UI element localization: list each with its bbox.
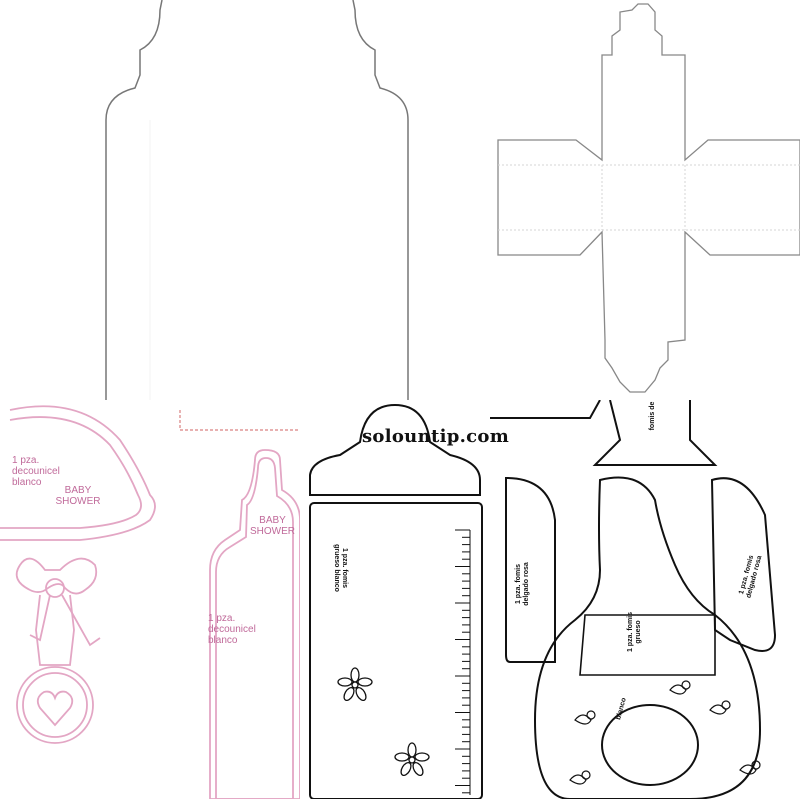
bottle-outlines-svg — [105, 0, 409, 400]
rattle-head — [0, 405, 156, 541]
flower-icon — [337, 667, 373, 702]
rattle-handle-ring — [16, 666, 94, 744]
foam-bottle-label: 1 pza. fomis grueso blanco — [333, 544, 348, 592]
rattle-title-label: BABY SHOWER — [55, 485, 101, 507]
measurement-scale — [455, 529, 471, 795]
pink-bottle — [209, 449, 300, 799]
foam-bottle-svg — [309, 403, 483, 799]
ring-piece — [533, 476, 762, 799]
box-net-outline — [497, 3, 800, 393]
foam-bottle-panel: 1 pza. fomis grueso blanco — [300, 400, 490, 799]
ring-band-label: 1 pza. fomis grueso — [627, 611, 642, 653]
right-strip — [710, 477, 777, 652]
bottle-neck — [592, 400, 718, 466]
neck-label-fragment: fomis de — [649, 401, 656, 431]
rattle-bow — [15, 557, 98, 595]
right-bottle-outline — [352, 0, 409, 400]
ring-hole — [601, 704, 699, 786]
box-net-svg — [497, 3, 800, 393]
bottle-cap — [309, 403, 481, 496]
box-net-panel — [480, 0, 800, 400]
heart-icon — [36, 690, 74, 727]
foam-pieces-panel: 1 pza. fomis delgado rosa 1 pza. fomis d… — [490, 400, 800, 799]
left-strip-label: 1 pza. fomis delgado rosa — [515, 562, 530, 606]
foam-pieces-svg — [490, 400, 777, 799]
pink-templates-svg — [0, 405, 300, 799]
pink-template-panel: 1 pza. decounicel blanco BABY SHOWER BAB… — [0, 400, 300, 799]
bottle-qty-label: 1 pza. decounicel blanco — [208, 613, 256, 646]
bottle-outline-panel — [0, 0, 480, 400]
bottle-title-label: BABY SHOWER — [250, 515, 295, 537]
watermark-text: solountip.com — [362, 426, 510, 447]
top-strip — [490, 400, 601, 419]
chick-icon — [569, 680, 761, 785]
flower-icon — [394, 742, 430, 777]
bottle-body — [309, 502, 483, 799]
left-strip — [505, 476, 556, 663]
rattle-qty-label: 1 pza. decounicel blanco — [12, 455, 60, 488]
left-bottle-outline — [105, 0, 163, 400]
